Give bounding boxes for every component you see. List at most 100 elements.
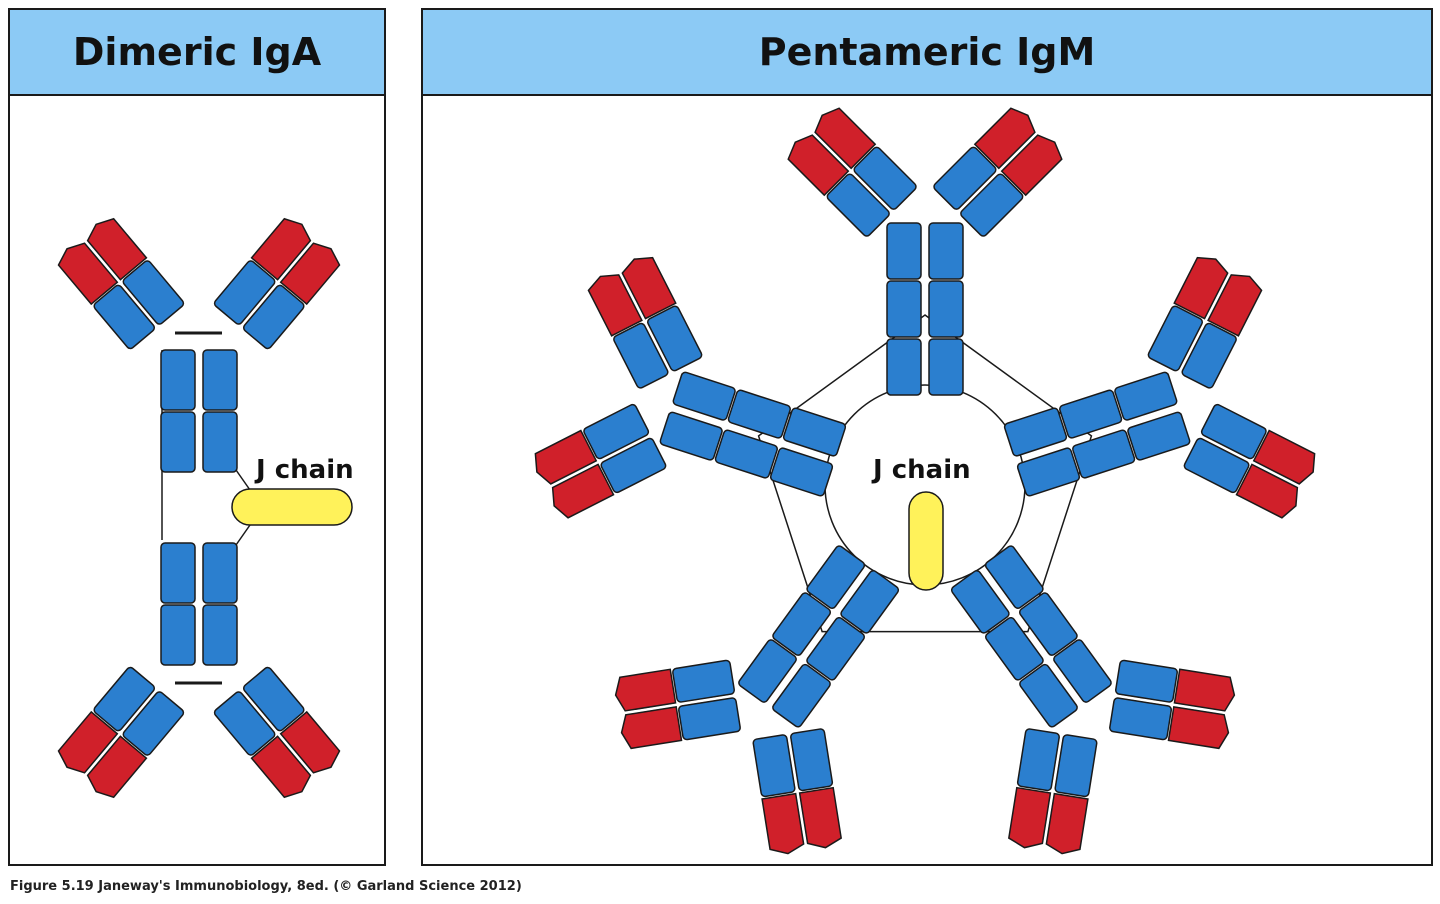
blue-domain (160, 604, 196, 666)
fab-arm (57, 666, 185, 799)
red-domain (621, 256, 677, 320)
fab-arm (1109, 659, 1236, 750)
blue-domain (1200, 403, 1267, 460)
fab-arm (534, 403, 667, 519)
blue-domain (1019, 592, 1078, 656)
blue-domain (677, 697, 741, 741)
blue-domain (790, 728, 834, 792)
blue-domain (583, 403, 650, 460)
blue-domain (1183, 437, 1250, 494)
red-domain (534, 429, 598, 485)
blue-domain (659, 411, 723, 461)
red-domain (250, 735, 312, 799)
blue-domain (93, 666, 156, 732)
red-domain (1173, 256, 1229, 320)
fc-stem (738, 545, 900, 728)
fab-arm (213, 217, 341, 350)
red-domain (1207, 274, 1263, 337)
fab-arm (614, 659, 741, 750)
blue-domain (213, 260, 276, 325)
blue-domain (928, 280, 964, 338)
red-domain (1252, 429, 1316, 485)
figure-caption: Figure 5.19 Janeway's Immunobiology, 8ed… (10, 879, 522, 894)
blue-domain (928, 338, 964, 396)
chain-separator (1042, 731, 1064, 851)
blue-domain (93, 284, 156, 350)
red-domain (787, 134, 850, 197)
panel-dimeric-iga: Dimeric IgA (8, 8, 386, 866)
fab-arm (213, 666, 341, 799)
blue-domain (769, 447, 834, 497)
chain-separator (618, 694, 738, 715)
chain-separator (80, 686, 160, 781)
chain-separator (80, 235, 160, 330)
j-chain-iga (231, 488, 353, 526)
blue-domain (202, 604, 238, 666)
blue-domain (1019, 663, 1078, 728)
chain-separator (616, 267, 673, 376)
blue-domain (826, 173, 890, 237)
chain-separator (1177, 267, 1234, 376)
blue-domain (985, 616, 1044, 681)
blue-domain (960, 173, 1024, 237)
blue-domain (738, 639, 797, 703)
fab-arm (1008, 728, 1098, 855)
disulfide-line (235, 469, 251, 491)
blue-domain (840, 570, 900, 634)
red-domain (814, 107, 877, 170)
blue-domain (886, 280, 922, 338)
chain-separator (955, 128, 1042, 215)
chain-separator (1197, 433, 1305, 490)
chain-separator (238, 235, 318, 330)
blue-domain (1072, 429, 1136, 479)
fab-arm (587, 256, 703, 389)
fab-arm (57, 217, 185, 350)
chain-separator (238, 686, 318, 781)
blue-domain (714, 429, 778, 479)
disulfide-line (235, 524, 251, 546)
red-domain (1173, 668, 1236, 712)
blue-domain (160, 411, 196, 473)
fc-stem (886, 222, 964, 396)
red-domain (761, 792, 805, 855)
blue-domain (672, 659, 735, 703)
blue-domain (1114, 371, 1178, 421)
blue-domain (202, 542, 238, 604)
blue-domain (600, 437, 667, 494)
blue-domain (984, 545, 1044, 609)
red-domain (250, 217, 312, 281)
blue-domain (1053, 639, 1112, 703)
red-domain (551, 463, 615, 519)
fc-stem (160, 349, 238, 473)
blue-domain (1127, 411, 1191, 461)
blue-domain (1016, 728, 1060, 792)
red-domain (614, 668, 677, 712)
red-domain (1000, 134, 1063, 197)
blue-domain (1147, 305, 1204, 372)
red-domain (973, 107, 1036, 170)
red-domain (587, 274, 643, 337)
fab-arm (1183, 403, 1316, 519)
fc-stem (659, 371, 847, 497)
red-domain (1008, 786, 1052, 849)
j-chain-igm (908, 491, 944, 591)
red-domain (57, 710, 119, 774)
chain-separator (545, 433, 653, 490)
fab-arm (787, 107, 917, 237)
blue-domain (202, 349, 238, 411)
chain-separator (1112, 694, 1232, 715)
blue-domain (1054, 734, 1098, 798)
fab-arm (1147, 256, 1263, 389)
fc-stem (1003, 371, 1191, 497)
blue-domain (1003, 407, 1068, 457)
blue-domain (933, 146, 997, 210)
red-domain (798, 786, 842, 849)
blue-domain (806, 545, 866, 609)
blue-domain (613, 322, 669, 389)
red-domain (1235, 463, 1299, 519)
blue-domain (202, 411, 238, 473)
fab-arm (933, 107, 1063, 237)
chain-separator (808, 128, 895, 215)
blue-domain (1181, 322, 1237, 389)
